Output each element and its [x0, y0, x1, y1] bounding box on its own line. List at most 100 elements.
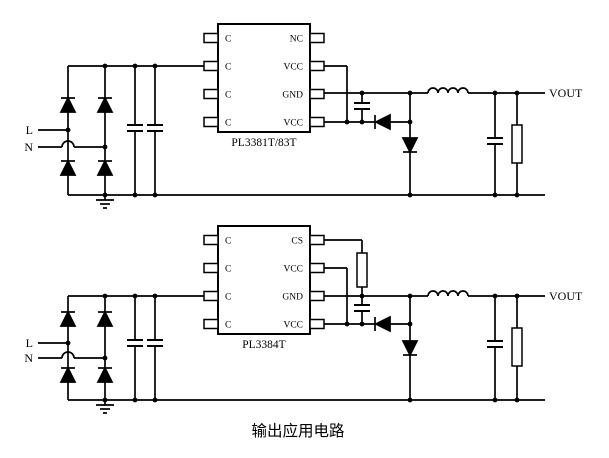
ic2-right-pin-label: GND	[282, 293, 303, 303]
resistor-icon	[511, 327, 523, 367]
ic-pin	[309, 318, 325, 330]
diode-icon	[96, 366, 114, 383]
junction-dot	[407, 90, 413, 96]
ic-pin	[203, 290, 219, 302]
freewheel-diode	[401, 296, 419, 400]
junction-dot	[359, 90, 365, 96]
vcc-capacitor	[354, 296, 370, 324]
ic2-neutral-label: N	[24, 351, 33, 365]
load-resistor	[511, 296, 523, 400]
diode-icon	[96, 96, 114, 113]
ic-pin	[203, 234, 219, 246]
cs-resistor	[356, 252, 368, 288]
vcc-capacitor	[354, 93, 370, 122]
junction-dot	[407, 119, 413, 125]
junction-dot	[152, 192, 158, 198]
diode-icon	[59, 310, 77, 327]
ic-pin	[203, 60, 219, 72]
output-capacitor	[487, 93, 503, 195]
ic1-right-pin-label: VCC	[283, 63, 303, 73]
junction-dot	[492, 192, 498, 198]
ic-body	[217, 23, 311, 133]
junction-dot	[492, 293, 498, 299]
input-filter-capacitor-1	[127, 296, 143, 400]
junction-dot	[492, 90, 498, 96]
ic2-left-pin-label: C	[225, 293, 231, 303]
ic-pin	[309, 290, 325, 302]
junction-dot	[407, 397, 413, 403]
ic1-right-pin-label: NC	[290, 35, 303, 45]
junction-dots	[65, 293, 520, 403]
junction-dot	[152, 397, 158, 403]
ic2-right-pin-label: CS	[291, 237, 303, 247]
junction-dot	[102, 293, 108, 299]
ic1-part-number: PL3381T/83T	[231, 137, 296, 149]
diode-icon	[59, 159, 77, 176]
circuit-1: C C C C NC VCC GND VCC PL3381T/83T L N V…	[24, 23, 583, 209]
junction-dot	[102, 63, 108, 69]
junction-dot	[152, 293, 158, 299]
bridge-rectifier	[59, 66, 114, 195]
diode-icon	[96, 159, 114, 176]
figure-caption: 输出应用电路	[251, 421, 345, 440]
ic2-part-number: PL3384T	[242, 339, 285, 351]
ic1-right-pin-label: GND	[282, 91, 303, 101]
ic1-right-pin-label: VCC	[283, 119, 303, 129]
inductor-icon	[427, 290, 469, 297]
ic-pin	[203, 32, 219, 44]
ic1-left-pin-label: C	[225, 63, 231, 73]
junction-dot	[407, 192, 413, 198]
junction-dot	[344, 321, 350, 327]
diode-icon	[374, 113, 391, 131]
bridge-rectifier	[59, 296, 114, 400]
ic-pin	[309, 116, 325, 128]
junction-dot	[152, 63, 158, 69]
ic-pin	[203, 318, 219, 330]
ic2-right-pin-label: VCC	[283, 321, 303, 331]
circuit-1-labels: C C C C NC VCC GND VCC PL3381T/83T L N V…	[24, 35, 583, 155]
junction-dot	[65, 127, 71, 133]
vcc-diode	[374, 113, 391, 131]
output-inductor	[427, 87, 469, 94]
ic1-line-label: L	[26, 123, 33, 137]
ic2-left-pin-label: C	[225, 321, 231, 331]
ic2-left-pin-label: C	[225, 265, 231, 275]
ic-pl3381	[203, 23, 325, 133]
ic-pin	[309, 88, 325, 100]
output-inductor	[427, 290, 469, 297]
ic-pin	[203, 262, 219, 274]
vcc-diode	[374, 315, 391, 333]
junction-dot	[102, 192, 108, 198]
ic2-line-label: L	[26, 336, 33, 350]
junction-dot	[514, 90, 520, 96]
junction-dot	[102, 144, 108, 150]
ic-pin	[309, 234, 325, 246]
junction-dot	[359, 293, 365, 299]
junction-dot	[359, 119, 365, 125]
circuit-1-wires	[38, 65, 545, 196]
input-filter-capacitor-2	[147, 296, 163, 400]
junction-dot	[359, 321, 365, 327]
input-filter-capacitor-1	[127, 66, 143, 195]
junction-dots	[65, 63, 520, 198]
junction-dot	[492, 397, 498, 403]
circuit-2: C C C C CS VCC GND VCC PL3384T L N VOUT	[24, 225, 583, 414]
ic-pin	[203, 88, 219, 100]
junction-dot	[102, 355, 108, 361]
ic1-left-pin-label: C	[225, 91, 231, 101]
ic1-vout-label: VOUT	[549, 86, 583, 100]
output-capacitor	[487, 296, 503, 400]
inductor-icon	[427, 87, 469, 94]
resistor-icon	[356, 252, 368, 288]
circuit-2-labels: C C C C CS VCC GND VCC PL3384T L N VOUT	[24, 237, 583, 366]
ic-pin	[203, 116, 219, 128]
input-filter-capacitor-2	[147, 66, 163, 195]
diode-icon	[59, 366, 77, 383]
ic-pl3384	[203, 225, 325, 335]
ic1-left-pin-label: C	[225, 119, 231, 129]
ic1-left-pin-label: C	[225, 35, 231, 45]
junction-dot	[407, 293, 413, 299]
diode-icon	[401, 340, 419, 357]
junction-dot	[65, 340, 71, 346]
